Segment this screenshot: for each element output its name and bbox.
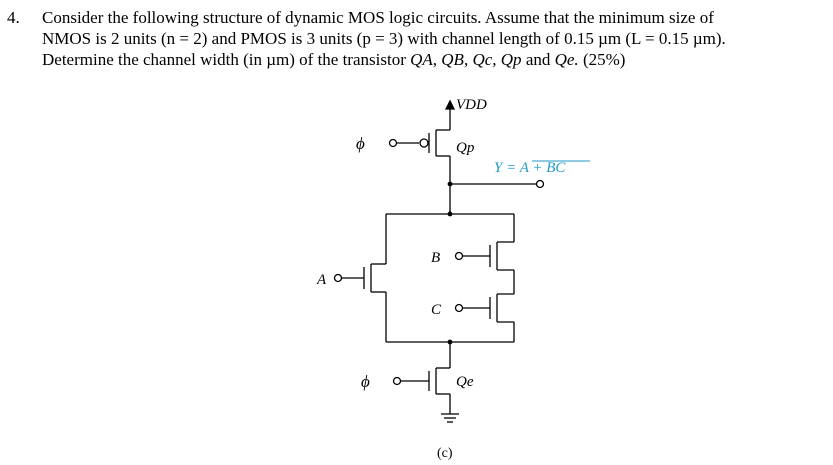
phi-top-label: ϕ bbox=[356, 134, 365, 153]
question-line-3: Determine the channel width (in µm) of t… bbox=[42, 50, 626, 69]
question-line-2: NMOS is 2 units (n = 2) and PMOS is 3 un… bbox=[42, 29, 726, 48]
figure-caption: (c) bbox=[437, 446, 453, 461]
phi-bottom-terminal bbox=[392, 376, 402, 386]
percent-label: (25%) bbox=[582, 50, 626, 69]
phi-top-terminal bbox=[388, 138, 398, 148]
qa-label: QA bbox=[410, 50, 433, 69]
qp-label: Qp bbox=[500, 50, 522, 69]
vdd-label: VDD bbox=[456, 97, 487, 113]
question-line-3-text: Determine the channel width (in µm) of t… bbox=[42, 50, 406, 69]
a-terminal bbox=[333, 273, 343, 283]
pdn-bottom-junction-dot bbox=[447, 339, 453, 345]
output-junction-dot bbox=[447, 181, 453, 187]
c-input-label: C bbox=[431, 302, 442, 318]
and-word: and bbox=[525, 50, 551, 69]
b-input-label: B bbox=[431, 250, 440, 266]
output-function-label: Y = A + BC bbox=[494, 160, 566, 176]
vdd-arrow bbox=[444, 99, 456, 110]
qe-label: Qe. bbox=[554, 50, 579, 69]
qe-transistor-label: Qe bbox=[456, 374, 474, 390]
b-terminal bbox=[454, 251, 464, 261]
question-line-1: Consider the following structure of dyna… bbox=[42, 8, 714, 27]
question-number: 4. bbox=[7, 8, 20, 27]
qp-transistor-label: Qp bbox=[456, 140, 475, 156]
c-terminal bbox=[454, 303, 464, 313]
qc-label: Qc bbox=[472, 50, 493, 69]
phi-bottom-label: ϕ bbox=[361, 372, 370, 391]
pdn-top-junction-dot bbox=[447, 211, 453, 217]
qb-label: QB bbox=[441, 50, 464, 69]
a-input-label: A bbox=[316, 272, 327, 288]
output-terminal bbox=[535, 179, 545, 189]
qp-gate-bubble bbox=[419, 138, 429, 148]
